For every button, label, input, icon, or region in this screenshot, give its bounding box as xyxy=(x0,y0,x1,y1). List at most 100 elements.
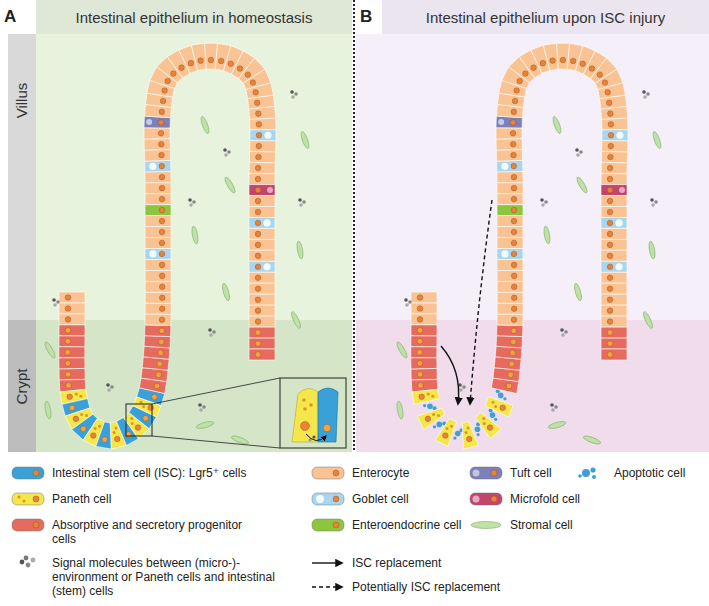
legend-row: Microfold cell xyxy=(468,492,605,508)
cell-body xyxy=(411,347,437,358)
cell-ent xyxy=(601,250,627,261)
granule xyxy=(437,414,440,417)
cell-body xyxy=(602,141,628,153)
apical-region xyxy=(267,187,273,193)
nucleus xyxy=(608,143,614,149)
cell-ent xyxy=(59,292,85,303)
cell-body xyxy=(59,314,85,325)
cell-body xyxy=(249,250,275,261)
cell-body xyxy=(249,173,275,184)
cell-ent xyxy=(497,281,523,292)
cell-body xyxy=(497,281,523,292)
signal-dot xyxy=(106,383,110,387)
nucleus xyxy=(67,394,73,400)
nucleus xyxy=(65,317,71,323)
nucleus xyxy=(602,80,608,86)
nucleus xyxy=(158,141,164,147)
cell-body xyxy=(601,250,627,261)
nucleus xyxy=(255,330,261,336)
legend-text: Microfold cell xyxy=(510,492,605,506)
signal-dot xyxy=(554,405,558,409)
paneth-cell xyxy=(292,388,318,442)
cell-body xyxy=(249,151,275,163)
nucleus xyxy=(511,262,517,268)
cell-ee xyxy=(145,205,171,216)
nucleus xyxy=(605,89,611,95)
nucleus xyxy=(607,286,613,292)
nucleus xyxy=(255,275,261,281)
legend-text: Potentially ISC replacement xyxy=(352,580,522,594)
cell-ent xyxy=(601,283,627,294)
nucleus xyxy=(607,231,613,237)
cell-body xyxy=(601,196,627,207)
nucleus xyxy=(511,284,517,290)
cell-ent xyxy=(249,173,275,184)
mucus-vesicle xyxy=(615,219,622,226)
apoptotic-fragment xyxy=(477,433,480,436)
cell-ent xyxy=(191,43,206,70)
cell-goblet xyxy=(249,261,275,272)
stromal-cell xyxy=(199,116,210,135)
legend-swatch xyxy=(12,467,44,479)
nucleus xyxy=(159,273,165,279)
cell-body xyxy=(412,389,440,404)
cell-isc xyxy=(423,403,437,410)
signal-dot xyxy=(575,148,579,152)
stroma xyxy=(43,116,662,446)
cell-body xyxy=(497,227,523,238)
cell-body xyxy=(543,43,558,70)
signal-dot xyxy=(26,563,31,568)
nucleus xyxy=(69,405,75,411)
stromal-cell xyxy=(575,176,589,194)
cell-body xyxy=(145,160,171,172)
cell-prog xyxy=(145,325,171,337)
node-layer: AIntestinal epithelium in homeostasisVil… xyxy=(0,0,709,452)
cell-body xyxy=(497,325,523,337)
legend-swatch xyxy=(470,467,502,479)
cell-ent xyxy=(496,149,522,161)
signal-molecules xyxy=(550,403,558,412)
nucleus xyxy=(570,58,576,64)
cell-isc xyxy=(453,428,463,440)
cell-body xyxy=(144,116,170,128)
signal-dot xyxy=(199,408,203,412)
granule xyxy=(482,417,485,420)
nucleus xyxy=(511,328,517,334)
signal-dot xyxy=(188,198,192,202)
nucleus xyxy=(607,308,613,314)
nucleus xyxy=(333,496,339,502)
cell-ent xyxy=(601,294,627,305)
legend-swatch xyxy=(582,469,590,477)
nucleus xyxy=(159,207,165,213)
cell-ent xyxy=(601,196,627,207)
nucleus xyxy=(506,383,512,389)
cell-prog xyxy=(601,338,627,349)
signal-dot xyxy=(212,330,216,334)
nucleus xyxy=(511,229,517,235)
cell-prog xyxy=(411,336,437,347)
nucleus xyxy=(135,425,141,431)
nucleus xyxy=(254,100,260,106)
legend-text: Absorptive and secretory progenitor cell… xyxy=(52,518,252,546)
cell-goblet xyxy=(250,130,276,141)
mucus-vesicle xyxy=(616,132,623,139)
cell-ent xyxy=(601,151,627,163)
signal-molecules xyxy=(52,298,60,307)
cell-body xyxy=(145,314,171,326)
granule xyxy=(303,407,307,411)
cell-body xyxy=(145,270,171,281)
nucleus xyxy=(511,306,517,312)
nucleus xyxy=(443,433,449,439)
cell-body xyxy=(601,162,627,174)
nucleus xyxy=(531,65,537,71)
nucleus xyxy=(33,522,39,528)
nucleus xyxy=(607,275,613,281)
nucleus xyxy=(160,98,166,104)
cell-body xyxy=(411,358,437,369)
signal-molecules xyxy=(642,90,650,99)
cell-ent xyxy=(145,270,171,281)
cell-body xyxy=(601,305,627,316)
cell-prog xyxy=(601,327,627,338)
cell-prog xyxy=(249,338,275,349)
signal-molecules xyxy=(223,148,231,157)
